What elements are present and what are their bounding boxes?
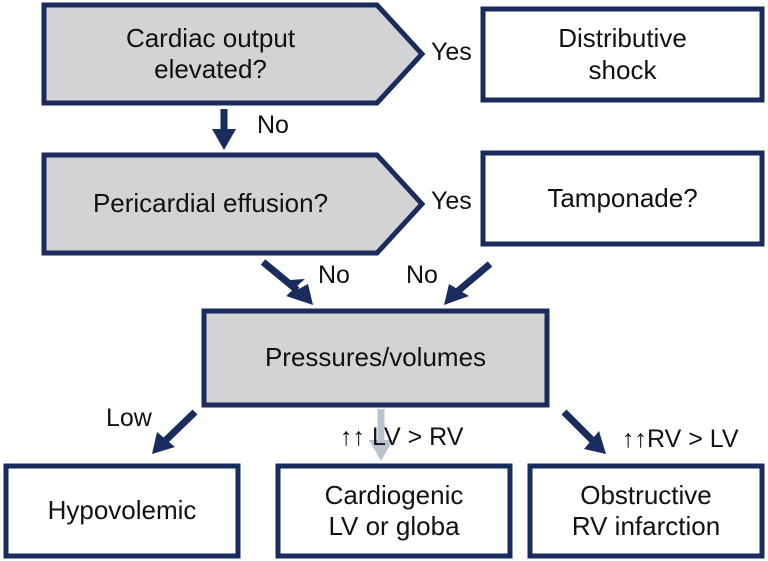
obstructive-label: Obstructive RV infarction (530, 466, 762, 556)
obstructive-line1: Obstructive (580, 479, 712, 510)
cardiogenic-shape (275, 463, 513, 559)
pericardial-effusion-shape (41, 152, 426, 256)
arrow-pressures-to-obstructive (561, 409, 606, 454)
arrow-pressures-to-hypovolemic (152, 409, 198, 454)
arrow-pericardial-to-pressures (260, 259, 314, 305)
cardiac-output-shape (41, 2, 426, 106)
arrow-tamponade-to-pressures (444, 261, 493, 305)
edge-label-no-1: No (257, 111, 289, 139)
distributive-shape (480, 6, 765, 103)
edge-label-low: Low (106, 404, 152, 432)
tamponade-shape (480, 150, 765, 247)
distributive-line2: shock (588, 54, 657, 85)
edge-label-no-2: No (318, 261, 350, 289)
distributive-label: Distributive shock (483, 9, 762, 100)
distributive-line1: Distributive (558, 23, 687, 54)
obstructive-shape (527, 463, 765, 559)
cardiac-output-line2: elevated? (154, 54, 267, 84)
edge-label-yes-2: Yes (431, 187, 472, 215)
hypovolemic-shape (3, 463, 241, 559)
hypovolemic-label: Hypovolemic (47, 495, 197, 526)
arrow-cardiac-to-pericardial (212, 109, 236, 150)
arrow-pressures-to-cardiogenic (369, 409, 393, 461)
cardiac-output-label: Cardiac output elevated? (44, 5, 377, 103)
edge-label-no-3: No (406, 261, 438, 289)
edge-label-yes-1: Yes (431, 38, 472, 66)
cardiogenic-line1: Cardiogenic (324, 479, 464, 510)
pressures-volumes-shape (201, 308, 550, 408)
cardiogenic-line2: LV or globa (328, 511, 460, 541)
tamponade-label: Tamponade? (547, 182, 698, 213)
cardiac-output-line1: Cardiac output (125, 22, 296, 53)
edge-label-lv-gt-rv: ↑↑ LV > RV (340, 423, 464, 451)
pericardial-effusion-label: Pericardial effusion? (92, 188, 329, 219)
obstructive-line2: RV infarction (571, 511, 721, 541)
pressures-volumes-label: Pressures/volumes (264, 342, 487, 373)
cardiogenic-label: Cardiogenic LV or globa (278, 466, 510, 556)
edge-label-rv-gt-lv: ↑↑RV > LV (622, 425, 739, 453)
